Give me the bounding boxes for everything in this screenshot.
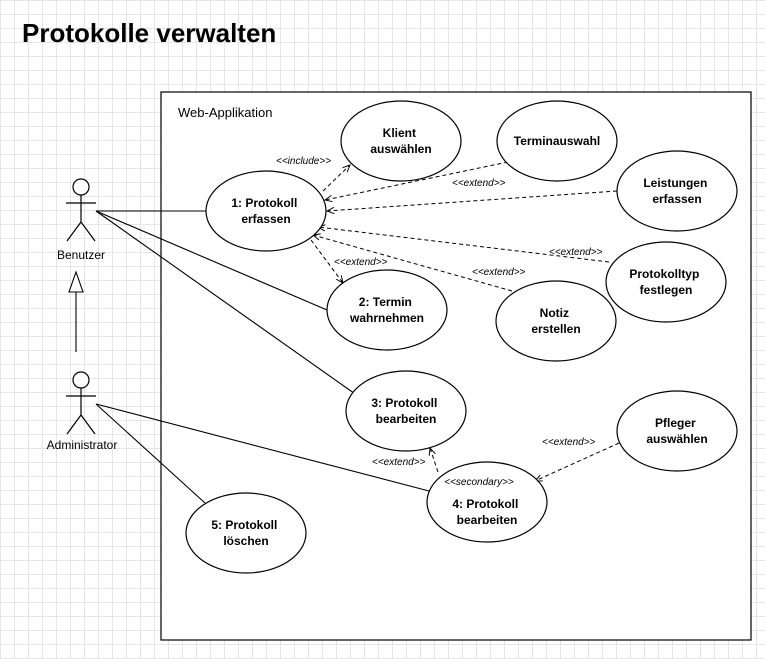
notiz-line-2: erstellen: [531, 322, 580, 336]
notiz-label: Notiz erstellen: [531, 306, 580, 336]
use-case-klient[interactable]: [340, 100, 462, 182]
use-case-erfassen[interactable]: [205, 170, 327, 252]
label-extend-notiz: <<extend>>: [472, 267, 526, 278]
use-case-loeschen[interactable]: [185, 492, 307, 574]
loeschen-line-1: 5: Protokoll: [211, 518, 277, 532]
protokolltyp-label: Protokolltyp festlegen: [629, 267, 702, 297]
leistungen-label: Leistungen erfassen: [643, 176, 710, 206]
bearbeiten4-line-2: bearbeiten: [457, 513, 518, 527]
associations: [95, 210, 430, 504]
label-extend-bearbeiten: <<extend>>: [372, 457, 426, 468]
use-case-leistungen[interactable]: [616, 150, 738, 232]
generalization-admin-benutzer[interactable]: [68, 270, 84, 352]
loeschen-label: 5: Protokoll löschen: [211, 518, 280, 548]
notiz-line-1: Notiz: [540, 306, 569, 320]
klient-line-2: auswählen: [370, 142, 431, 156]
label-extend-protokolltyp: <<extend>>: [549, 247, 603, 258]
use-case-terminauswahl[interactable]: [496, 100, 618, 182]
erfassen-line-1: 1: Protokoll: [231, 196, 297, 210]
extend-bearbeiten4-bearbeiten3[interactable]: [430, 448, 439, 473]
extend-erfassen-termin[interactable]: [310, 239, 343, 283]
bearbeiten3-line-2: bearbeiten: [376, 412, 437, 426]
assoc-benutzer-termin[interactable]: [95, 210, 328, 311]
use-case-pfleger[interactable]: [616, 390, 738, 472]
benutzer-head-icon: [72, 178, 90, 196]
assoc-admin-bearbeiten4[interactable]: [95, 403, 430, 492]
pfleger-line-1: Pfleger: [655, 416, 696, 430]
include-erfassen-klient[interactable]: [322, 165, 350, 192]
use-case-bearbeiten3[interactable]: [345, 370, 467, 452]
assoc-admin-loeschen[interactable]: [95, 403, 206, 504]
leistungen-line-1: Leistungen: [643, 176, 707, 190]
erfassen-line-2: erfassen: [241, 212, 290, 226]
page-title: Protokolle verwalten: [22, 18, 277, 48]
label-extend-termin: <<extend>>: [334, 257, 388, 268]
actor-administrator-label: Administrator: [47, 438, 118, 452]
use-case-bearbeiten4[interactable]: [426, 461, 548, 543]
label-extend-terminauswahl: <<extend>>: [452, 178, 506, 189]
system-label: Web-Applikation: [178, 105, 272, 120]
label-extend-pfleger: <<extend>>: [542, 437, 596, 448]
pfleger-label: Pfleger auswählen: [646, 416, 707, 446]
loeschen-line-2: löschen: [223, 534, 268, 548]
use-case-labels: Klient auswählen Terminauswahl 1: Protok…: [211, 126, 710, 548]
klient-line-1: Klient: [383, 126, 416, 140]
klient-label: Klient auswählen: [370, 126, 431, 156]
termin-line-1: 2: Termin: [359, 295, 412, 309]
erfassen-label: 1: Protokoll erfassen: [231, 196, 300, 226]
generalization-triangle: [68, 270, 84, 293]
administrator-head-icon: [72, 371, 90, 389]
actor-benutzer[interactable]: [66, 178, 96, 242]
protokolltyp-line-2: festlegen: [640, 283, 693, 297]
actor-administrator[interactable]: [66, 371, 96, 435]
bearbeiten3-label: 3: Protokoll bearbeiten: [371, 396, 440, 426]
use-case-termin[interactable]: [326, 269, 448, 351]
assoc-benutzer-bearbeiten3[interactable]: [95, 210, 359, 397]
dependencies: [310, 161, 620, 481]
use-case-protokolltyp[interactable]: [605, 241, 727, 323]
actor-benutzer-label: Benutzer: [57, 248, 105, 262]
use-case-notiz[interactable]: [495, 280, 617, 362]
bearbeiten4-line-1: 4: Protokoll: [452, 497, 518, 511]
leistungen-line-2: erfassen: [652, 192, 701, 206]
protokolltyp-line-1: Protokolltyp: [629, 267, 699, 281]
secondary-stereotype: <<secondary>>: [444, 477, 514, 488]
extend-terminauswahl-erfassen[interactable]: [325, 161, 509, 200]
label-include: <<include>>: [276, 156, 331, 167]
extend-pfleger-bearbeiten4[interactable]: [535, 442, 620, 481]
bearbeiten4-label: 4: Protokoll bearbeiten: [452, 497, 521, 527]
terminauswahl-label: Terminauswahl: [514, 134, 600, 148]
termin-label: 2: Termin wahrnehmen: [349, 295, 424, 325]
stereotype-labels: <<include>> <<extend>> <<extend>> <<exte…: [276, 156, 603, 468]
termin-line-2: wahrnehmen: [349, 311, 424, 325]
bearbeiten3-line-1: 3: Protokoll: [371, 396, 437, 410]
use-cases: [185, 100, 738, 574]
pfleger-line-2: auswählen: [646, 432, 707, 446]
